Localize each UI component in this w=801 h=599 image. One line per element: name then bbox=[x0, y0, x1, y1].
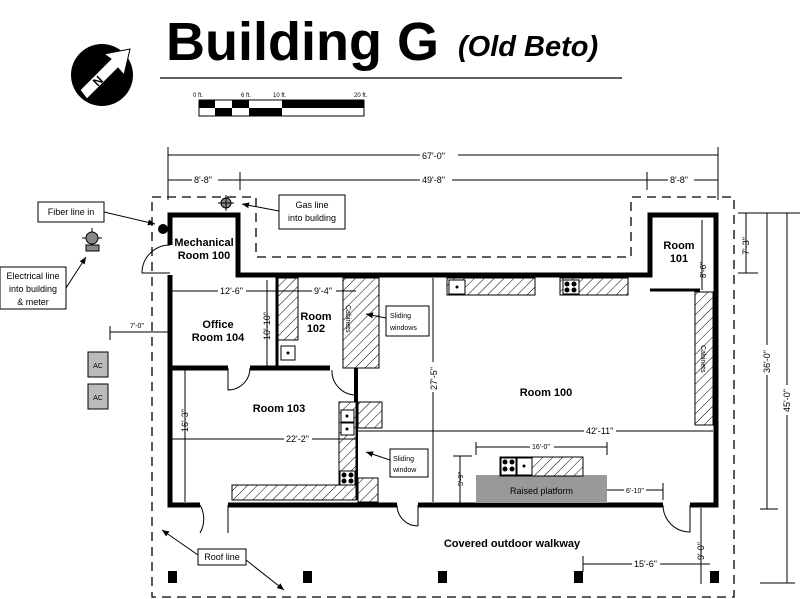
electrical-callout: Electrical line bbox=[6, 271, 59, 281]
room-label-office-2: Room 104 bbox=[192, 332, 245, 344]
dim-notch-h: 7'-3" bbox=[741, 237, 751, 255]
gas-callout: Gas line bbox=[295, 200, 328, 210]
scale-bar: 0 ft. 6 ft. 10 ft. 20 ft. bbox=[193, 93, 368, 117]
stove-icon bbox=[339, 279, 580, 486]
sliding-windows-callout: Sliding bbox=[390, 313, 411, 320]
interior-dimensions: 12'-6" 9'-4" 10'-10" 7'-0" 16'-3" 22'-2"… bbox=[109, 220, 713, 503]
scale-tick: 20 ft. bbox=[354, 93, 368, 99]
dim-overall-h: 45'-0" bbox=[782, 389, 792, 412]
subtitle: (Old Beto) bbox=[458, 31, 598, 63]
room-label-102: Room bbox=[300, 311, 331, 323]
ac-unit bbox=[87, 351, 109, 378]
dim-middle: 49'-8" bbox=[422, 175, 445, 185]
walkway-label: Covered outdoor walkway bbox=[444, 538, 581, 550]
electrical-callout-3: & meter bbox=[17, 297, 49, 307]
dim-ac-offset: 7'-0" bbox=[130, 323, 144, 330]
dim-right: 8'-8" bbox=[670, 175, 688, 185]
callouts: Fiber line in Gas line into building Ele… bbox=[0, 194, 430, 591]
room-label-103: Room 103 bbox=[253, 403, 306, 415]
sliding-window-callout: Sliding bbox=[393, 456, 414, 463]
dim-room101-h: 8'-6" bbox=[699, 262, 708, 278]
roof-line-callout: Roof line bbox=[204, 552, 240, 562]
dim-room100-h: 27'-5" bbox=[429, 367, 439, 390]
walls bbox=[141, 212, 719, 534]
dim-room102-w: 9'-4" bbox=[314, 286, 332, 296]
fiber-entry-icon bbox=[158, 224, 168, 234]
fiber-callout: Fiber line in bbox=[48, 207, 95, 217]
raised-platform-label: Raised platform bbox=[510, 486, 573, 496]
scale-tick: 0 ft. bbox=[193, 93, 203, 99]
dim-platform-h: 5'-9" bbox=[458, 472, 465, 486]
north-arrow-icon: N bbox=[71, 44, 133, 106]
ac-unit bbox=[87, 383, 109, 410]
room-label-mechanical-2: Room 100 bbox=[178, 250, 231, 262]
cabinets-label: Cabinets bbox=[344, 305, 351, 333]
dim-column-spacing: 15'-6" bbox=[634, 559, 657, 569]
columns bbox=[168, 571, 719, 583]
dim-room103-w: 22'-2" bbox=[286, 434, 309, 444]
scale-tick: 6 ft. bbox=[241, 93, 251, 99]
electrical-callout-2: into building bbox=[9, 284, 57, 294]
gas-callout-2: into building bbox=[288, 213, 336, 223]
dim-walkway-depth: 9'-0" bbox=[696, 542, 706, 560]
dim-overall: 67'-0" bbox=[422, 151, 445, 161]
dim-room100-w: 42'-11" bbox=[586, 426, 613, 436]
gas-meter-icon bbox=[218, 195, 234, 211]
room-label-100: Room 100 bbox=[520, 387, 573, 399]
room-label-mechanical: Mechanical bbox=[174, 237, 233, 249]
room-label-101: Room bbox=[663, 240, 694, 252]
dim-left: 8'-8" bbox=[194, 175, 212, 185]
scale-tick: 10 ft. bbox=[273, 93, 287, 99]
raised-platform bbox=[476, 475, 607, 503]
sliding-window-callout-2: window bbox=[392, 467, 417, 474]
dim-island-w: 16'-0" bbox=[532, 444, 550, 451]
room-label-office: Office bbox=[202, 319, 233, 331]
exterior-dimensions: 9'-0" 15'-6" 7'-3" 36'-0" 45'-0" bbox=[582, 212, 800, 584]
dim-platform-gap: 6'-10" bbox=[626, 488, 644, 495]
dim-room102-h: 10'-10" bbox=[262, 312, 272, 340]
dim-building-h: 36'-0" bbox=[762, 350, 772, 373]
sliding-windows-callout-2: windows bbox=[389, 325, 417, 332]
ac-label-2: AC bbox=[93, 395, 103, 402]
electric-meter-icon bbox=[82, 228, 102, 252]
room-label-101-2: 101 bbox=[670, 253, 688, 265]
title: Building G bbox=[166, 12, 439, 72]
dim-room103-h: 16'-3" bbox=[180, 409, 190, 432]
roof-line bbox=[151, 196, 735, 598]
ac-label: AC bbox=[93, 363, 103, 370]
cabinets-label-2: Cabinets bbox=[699, 345, 706, 373]
room-label-102-2: 102 bbox=[307, 323, 325, 335]
dim-office-w: 12'-6" bbox=[220, 286, 243, 296]
top-dimensions: 67'-0" 8'-8" 49'-8" 8'-8" bbox=[167, 147, 719, 200]
sink-icon bbox=[280, 279, 533, 476]
